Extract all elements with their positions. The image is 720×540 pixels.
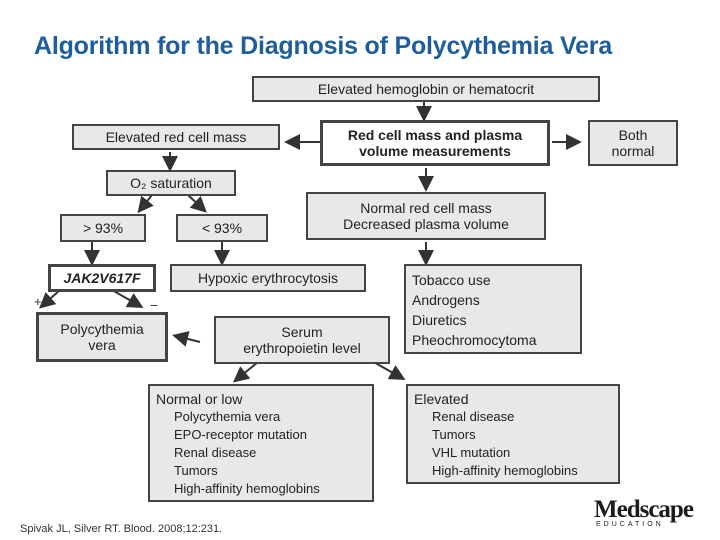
list-item: Diuretics [412,312,467,328]
node-label: Elevated hemoglobin or hematocrit [317,81,535,97]
node-label: Hypoxic erythrocytosis [197,270,339,286]
node-line-1: Red cell mass and plasma [347,127,523,143]
node-polycythemia-vera: Polycythemia vera [36,312,168,362]
node-label: JAK2V617F [63,270,141,286]
node-red-cell-mass-plasma: Red cell mass and plasma volume measurem… [320,120,550,166]
arrow-jak2-to-epo [111,289,144,308]
node-tobacco-list: Tobacco use Androgens Diuretics Pheochro… [404,264,582,354]
node-line-1: Polycythemia [60,321,144,337]
list-item: Polycythemia vera [174,409,281,424]
list-item: Renal disease [432,409,515,424]
page-title: Algorithm for the Diagnosis of Polycythe… [34,32,613,60]
arrow-epo-to-normal-low [232,361,259,383]
node-both-normal: Both normal [588,120,678,166]
node-label: > 93% [82,220,124,236]
arrow-o2-to-lt93 [187,194,207,213]
node-jak2v617f: JAK2V617F [48,264,156,292]
node-line-1: Both [618,127,648,143]
node-label: < 93% [201,220,243,236]
node-serum-epo: Serum erythropoietin level [214,316,390,364]
jak2-negative-sign: − [150,297,158,313]
list-item: Tumors [174,463,218,478]
arrow-epo-to-pv [172,331,201,347]
node-elevated-hemoglobin: Elevated hemoglobin or hematocrit [252,76,600,102]
medscape-logo: Medscape [594,496,694,523]
list-item: VHL mutation [432,445,511,460]
node-o2-saturation: O₂ saturation [106,170,236,196]
node-label: O₂ saturation [130,175,212,191]
list-item: Androgens [412,292,480,308]
list-item: Pheochromocytoma [412,332,537,348]
list-item: High-affinity hemoglobins [432,463,578,478]
node-header: Normal or low [156,391,243,407]
node-elevated-epo: Elevated Renal disease Tumors VHL mutati… [406,384,620,484]
node-line-2: vera [88,337,116,353]
node-elevated-red-cell-mass: Elevated red cell mass [72,124,280,150]
node-line-2: Decreased plasma volume [343,216,509,232]
node-lt-93: < 93% [176,214,268,242]
node-hypoxic-erythrocytosis: Hypoxic erythrocytosis [170,264,366,292]
node-label: Elevated red cell mass [105,129,247,145]
node-line-2: volume measurements [359,143,511,159]
node-header: Elevated [414,391,469,407]
jak2-positive-sign: + [34,294,42,309]
list-item: High-affinity hemoglobins [174,481,320,496]
node-normal-or-low: Normal or low Polycythemia vera EPO-rece… [148,384,374,502]
list-item: Tobacco use [412,272,491,288]
node-line-2: erythropoietin level [243,340,361,356]
arrow-o2-to-gt93 [137,194,154,214]
list-item: Renal disease [174,445,257,460]
node-gt-93: > 93% [60,214,146,242]
medscape-logo-sub: EDUCATION [596,521,664,528]
arrow-jak2-to-pv [39,289,61,309]
list-item: EPO-receptor mutation [174,427,307,442]
list-item: Tumors [432,427,476,442]
citation: Spivak JL, Silver RT. Blood. 2008;12:231… [20,523,223,535]
node-normal-red-cell-mass: Normal red cell mass Decreased plasma vo… [306,192,546,240]
node-line-2: normal [611,143,655,159]
node-line-1: Serum [281,324,323,340]
node-line-1: Normal red cell mass [360,200,492,216]
